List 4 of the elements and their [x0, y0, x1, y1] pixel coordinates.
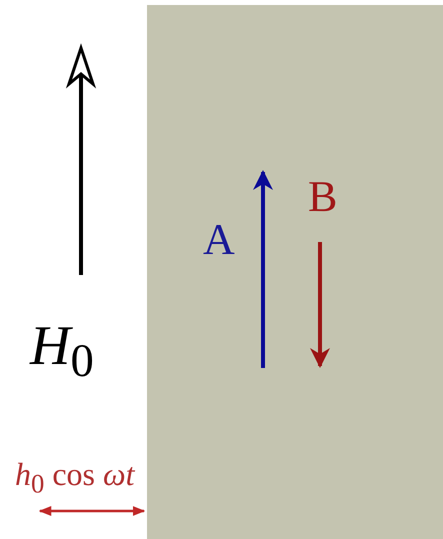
field-label: H$_{0}$ [30, 318, 94, 385]
arrow-label: A [203, 218, 235, 262]
arrow-label: B [308, 175, 338, 219]
amplitude-label: h$_{0}$ cos ωt [15, 458, 134, 498]
